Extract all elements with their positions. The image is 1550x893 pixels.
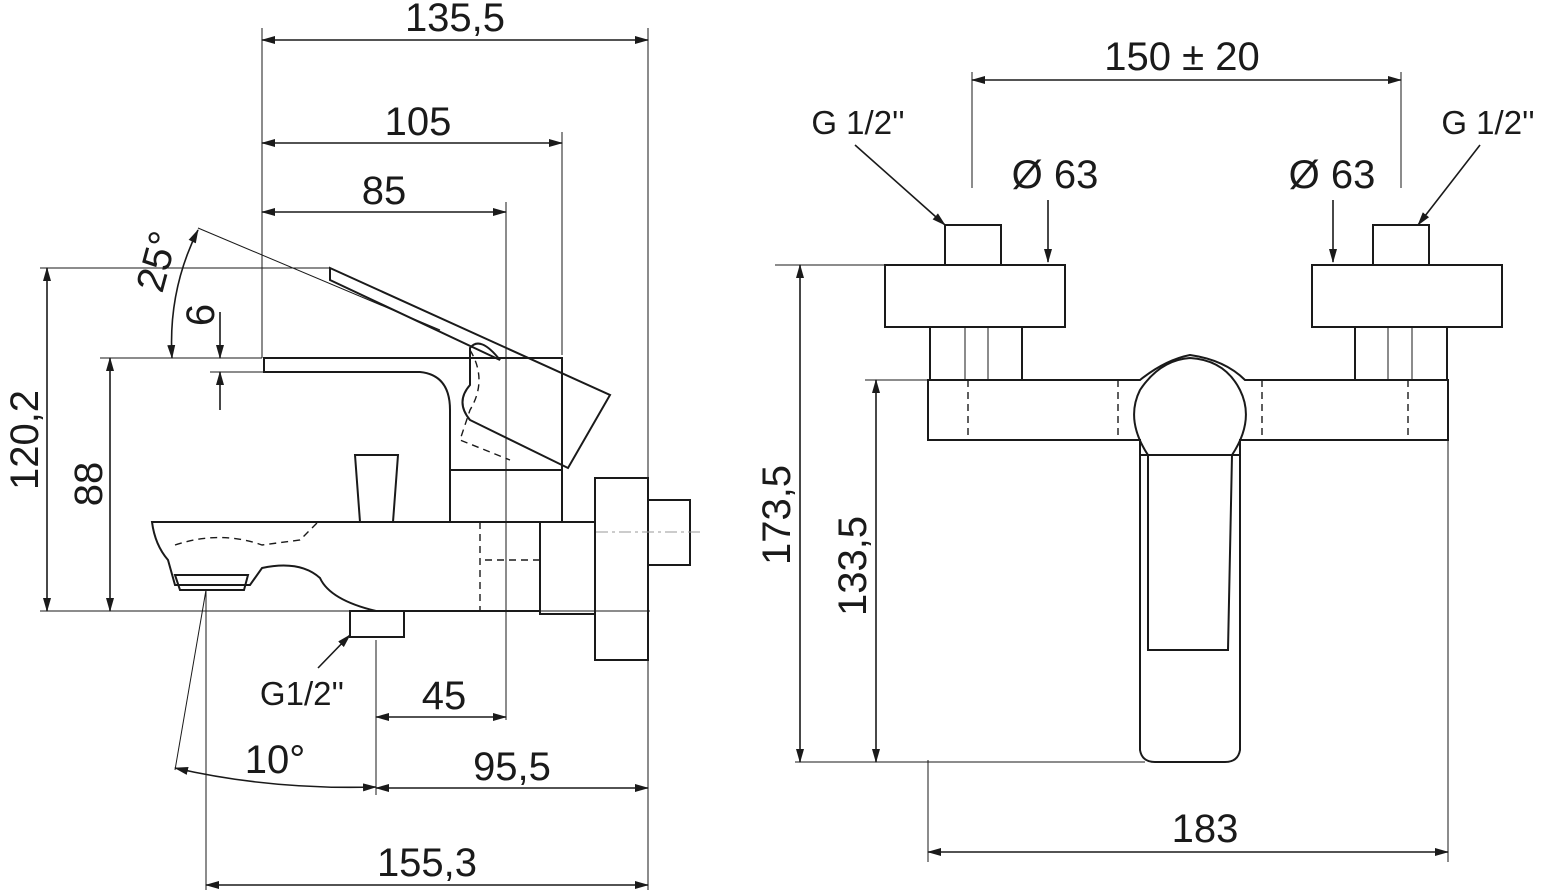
dim-label-155-3: 155,3 (377, 841, 477, 885)
leader-g12-right (1417, 144, 1481, 226)
leader-g12-outlet (317, 634, 351, 669)
dim-label-173-5: 173,5 (755, 465, 799, 565)
dim-label-183: 183 (1172, 807, 1239, 851)
dim-label-120-2: 120,2 (3, 390, 47, 490)
dim-label-135-5: 135,5 (405, 0, 505, 40)
label-g12-outlet: G1/2'' (260, 675, 344, 712)
side-mixer-body (150, 266, 700, 661)
label-dia-left: Ø 63 (1012, 153, 1099, 197)
dim-arc-25deg (167, 229, 199, 359)
label-g12-left: G 1/2'' (811, 104, 904, 141)
leader-g12-left (854, 144, 946, 226)
dim-label-6: 6 (179, 304, 223, 326)
dim-arc-10deg (174, 767, 377, 792)
dim-label-10deg: 10° (245, 738, 306, 782)
dim-label-95-5: 95,5 (473, 745, 551, 789)
front-view: 150 ± 20 G 1/2'' G 1/2'' Ø 63 Ø 63 173,5… (755, 35, 1535, 862)
front-extension-lines (775, 72, 1449, 862)
front-mixer-body (884, 224, 1503, 763)
dim-label-105: 105 (385, 100, 452, 144)
dim-label-133-5: 133,5 (831, 516, 875, 616)
side-extension-lines (40, 28, 650, 890)
label-dia-right: Ø 63 (1289, 153, 1376, 197)
dim-label-45: 45 (422, 674, 467, 718)
side-view: 135,5 105 85 25° 6 120,2 88 G1/2'' 45 10… (3, 0, 700, 890)
dim-label-88: 88 (67, 462, 111, 507)
dim-label-85: 85 (362, 169, 407, 213)
label-g12-right: G 1/2'' (1441, 104, 1534, 141)
dim-label-150: 150 ± 20 (1104, 35, 1259, 79)
